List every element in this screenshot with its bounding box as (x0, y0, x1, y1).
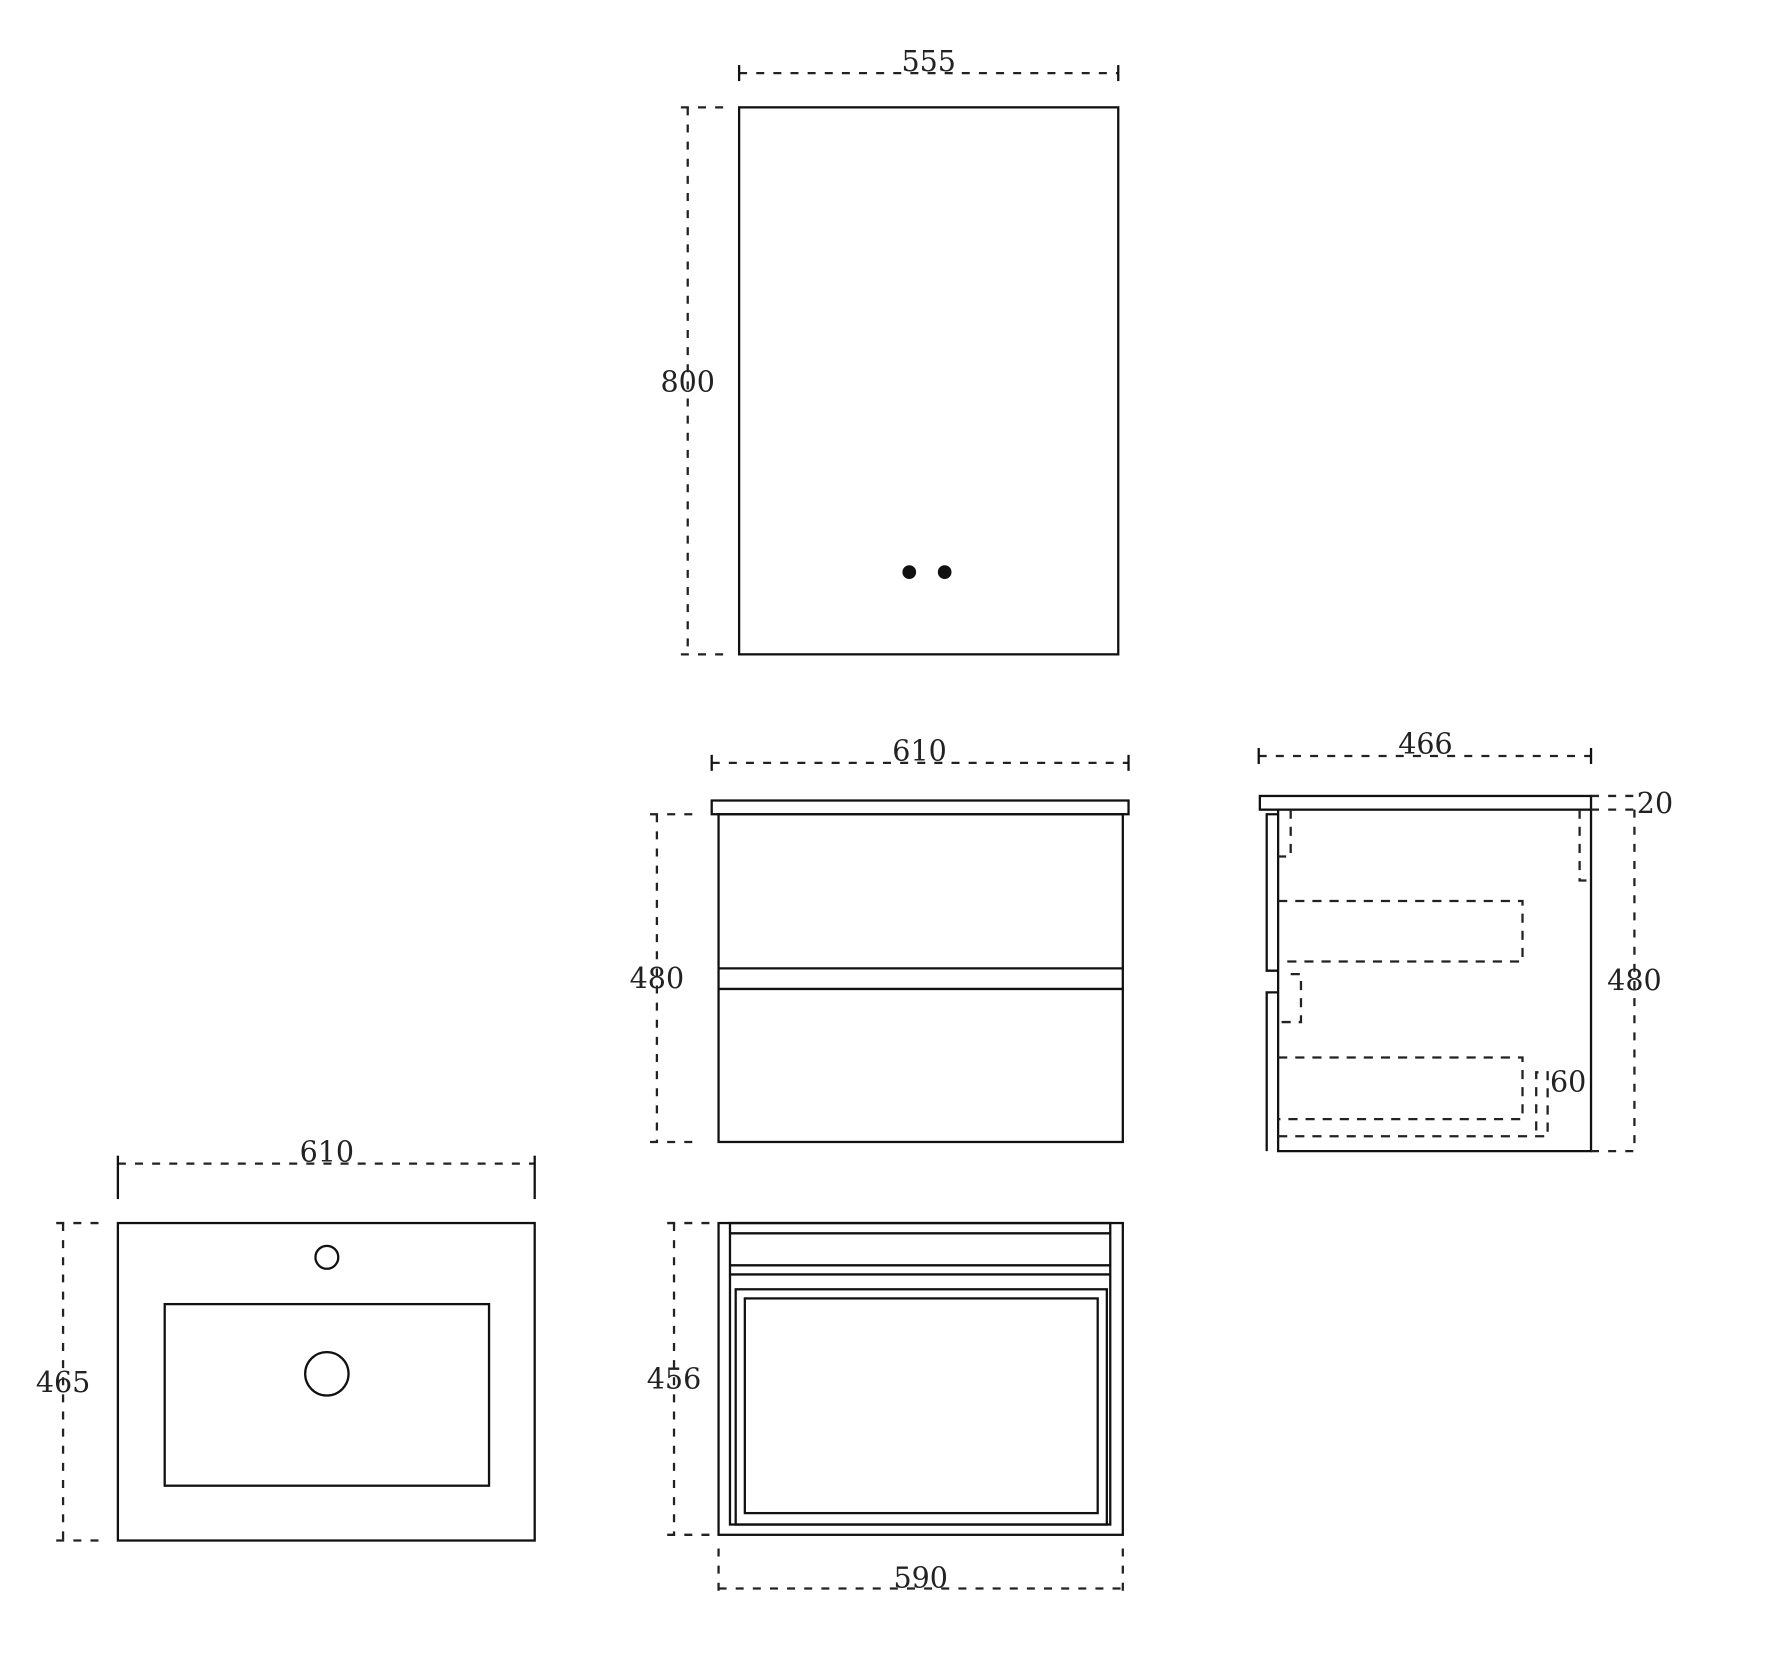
cabinet-body (717, 813, 1124, 1144)
side-depth-label: 466 (1398, 728, 1452, 761)
mirror-front-view: 555 800 (660, 45, 1120, 656)
cabinet-side-view: 466 20 480 60 (1257, 728, 1673, 1153)
basin-bowl (163, 1302, 491, 1487)
top-thickness-label: 20 (1637, 787, 1673, 820)
mirror-width-label: 555 (901, 45, 955, 78)
cabinet-front-view: 610 480 (630, 735, 1130, 1144)
basin-depth-label: 465 (36, 1366, 90, 1399)
basin-outline (116, 1221, 536, 1542)
mirror-height-label: 800 (660, 366, 714, 399)
mirror-switch-dot (937, 565, 952, 579)
tap-hole (314, 1244, 340, 1270)
top-view-depth-label: 456 (647, 1363, 701, 1396)
side-height-label: 480 (1607, 964, 1661, 997)
cabinet-height-label: 480 (630, 962, 684, 995)
cabinet-width-label: 610 (892, 735, 946, 768)
top-view-width-label: 590 (893, 1561, 947, 1594)
cabinet-top-view: 456 590 (647, 1221, 1124, 1597)
basin-top-view: 610 465 (36, 1135, 536, 1542)
kick-height-label: 60 (1550, 1066, 1586, 1099)
basin-width-label: 610 (300, 1135, 354, 1168)
mirror-outline (737, 106, 1120, 656)
drain-hole (304, 1350, 350, 1397)
mirror-switch-dot (902, 565, 917, 579)
